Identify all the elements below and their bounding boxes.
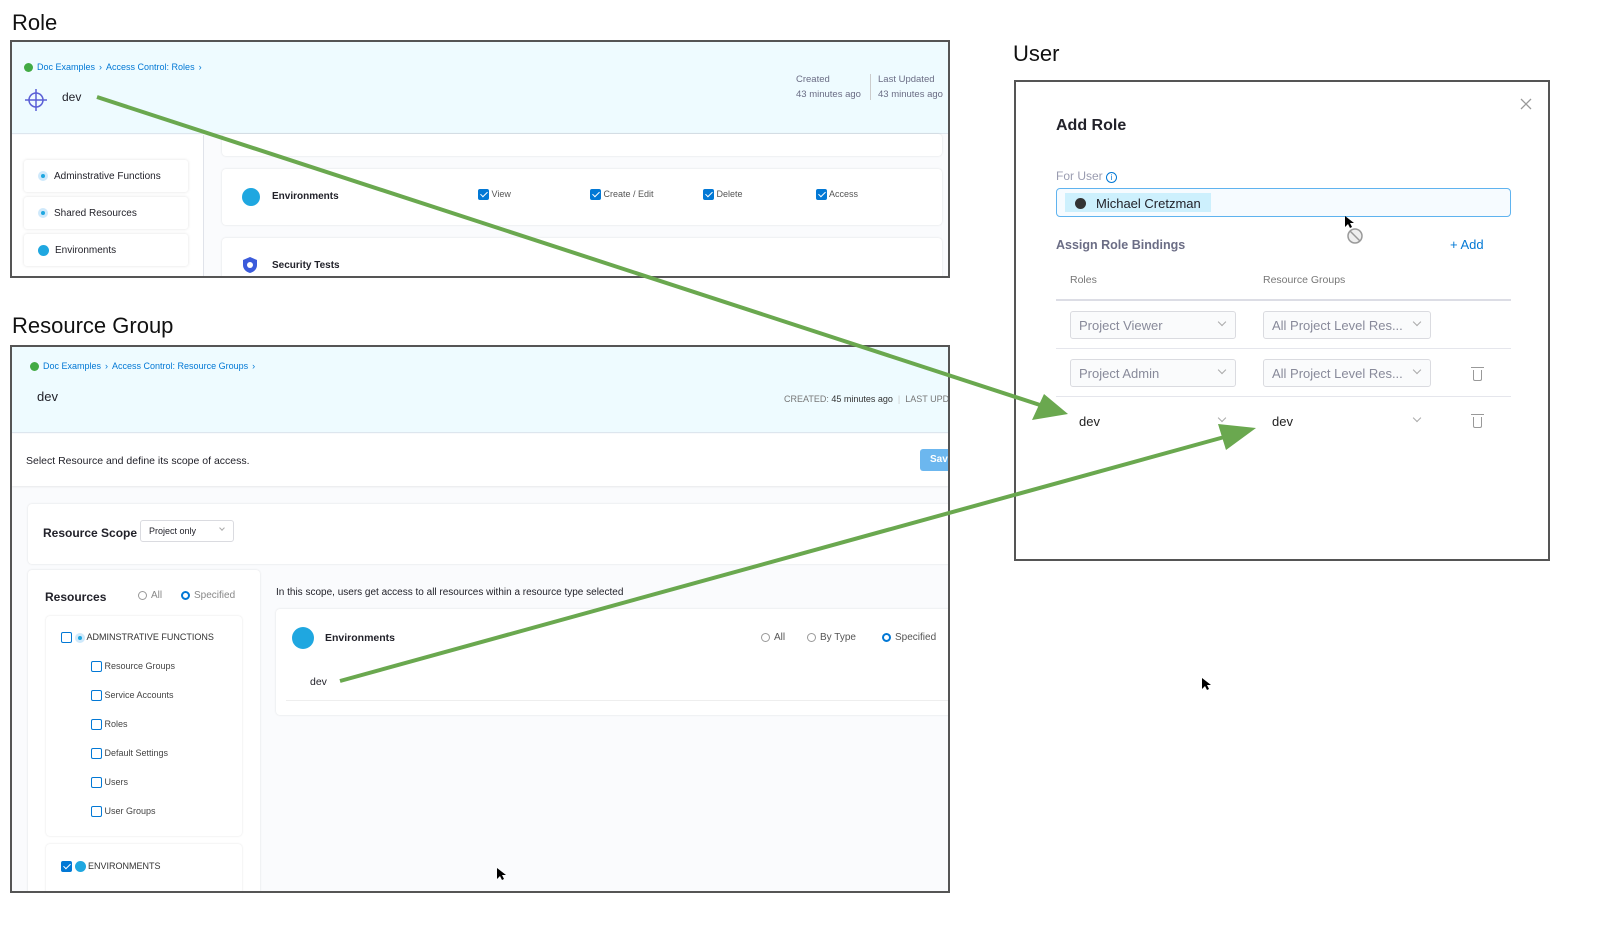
environments-checkbox[interactable]: ENVIRONMENTS (61, 861, 161, 873)
column-header-roles: Roles (1070, 274, 1097, 286)
resources-all-radio[interactable]: All (138, 590, 162, 601)
assign-role-bindings-label: Assign Role Bindings (1056, 238, 1186, 252)
add-role-dialog: Add Role For User i Michael Cretzman Ass… (1014, 80, 1550, 561)
role-crosshair-icon (25, 89, 47, 111)
add-binding-button[interactable]: + Add (1450, 237, 1484, 252)
nav-item-administrative-functions[interactable]: Adminstrative Functions (24, 160, 188, 192)
breadcrumb-link[interactable]: Access Control: Roles (106, 62, 195, 72)
security-tests-row: Security Tests (222, 238, 942, 276)
admin-item-checkbox[interactable]: User Groups (91, 806, 156, 818)
env-all-radio[interactable]: All (761, 632, 785, 643)
nav-item-shared-resources[interactable]: Shared Resources (24, 197, 188, 229)
user-chip[interactable]: Michael Cretzman (1065, 193, 1211, 212)
delete-binding-icon[interactable] (1471, 414, 1484, 428)
section-title-role: Role (12, 10, 58, 35)
role-name: dev (62, 90, 82, 104)
column-header-resource-groups: Resource Groups (1263, 274, 1346, 286)
section-title-user: User (1013, 41, 1060, 66)
mouse-cursor-icon (1202, 678, 1211, 690)
instruction-text: Select Resource and define its scope of … (26, 455, 250, 467)
info-icon: i (1106, 172, 1118, 183)
perm-view[interactable]: View (478, 189, 511, 201)
delete-binding-icon[interactable] (1471, 367, 1484, 381)
environments-icon (242, 188, 260, 206)
resource-scope-label: Resource Scope (43, 526, 138, 540)
created-meta: CREATED: 45 minutes ago | LAST UPD (784, 394, 950, 404)
perm-delete[interactable]: Delete (703, 189, 743, 201)
environments-icon (292, 627, 314, 649)
resource-group-panel: Doc Examples› Access Control: Resource G… (10, 345, 950, 893)
scope-note: In this scope, users get access to all r… (276, 587, 624, 598)
role-header: Doc Examples› Access Control: Roles› dev… (12, 42, 948, 134)
checkbox[interactable] (91, 719, 102, 731)
checkbox[interactable] (91, 748, 102, 760)
user-multiselect[interactable]: Michael Cretzman (1056, 188, 1511, 217)
perm-access[interactable]: Access (816, 189, 858, 201)
environments-permission-row: Environments View Create / Edit Delete A… (222, 169, 942, 225)
nav-item-environments[interactable]: Environments (24, 234, 188, 266)
project-icon (24, 62, 33, 72)
role-select[interactable]: Project Admin (1070, 359, 1236, 387)
breadcrumb-link[interactable]: Doc Examples (43, 361, 102, 371)
mouse-cursor-icon (497, 868, 506, 880)
admin-item-checkbox[interactable]: Users (91, 777, 128, 789)
admin-item-checkbox[interactable]: Service Accounts (91, 690, 174, 702)
save-button[interactable]: Sav (920, 449, 948, 471)
env-specified-radio[interactable]: Specified (882, 632, 936, 643)
admin-item-checkbox[interactable]: Resource Groups (91, 661, 175, 673)
avatar (1075, 198, 1086, 209)
checkbox[interactable] (91, 777, 102, 789)
role-select[interactable]: Project Viewer (1070, 311, 1236, 339)
resource-group-name: dev (37, 389, 58, 404)
admin-item-checkbox[interactable]: Roles (91, 719, 128, 731)
not-allowed-cursor-icon (1345, 216, 1363, 244)
resource-group-select[interactable]: dev (1263, 407, 1431, 435)
environment-item[interactable]: dev (310, 676, 327, 688)
shield-icon (243, 257, 257, 273)
env-bytype-radio[interactable]: By Type (807, 632, 856, 643)
for-user-label: For User i (1056, 169, 1118, 183)
breadcrumb-link[interactable]: Access Control: Resource Groups (112, 361, 249, 371)
admin-functions-group: ADMINSTRATIVE FUNCTIONS Resource Groups … (46, 616, 242, 836)
checkbox[interactable] (91, 690, 102, 702)
admin-item-checkbox[interactable]: Default Settings (91, 748, 168, 760)
close-icon[interactable] (1520, 98, 1532, 110)
role-select[interactable]: dev (1070, 407, 1236, 435)
perm-create-edit[interactable]: Create / Edit (590, 189, 654, 201)
checkbox[interactable] (91, 806, 102, 818)
breadcrumb-link[interactable]: Doc Examples (37, 62, 96, 72)
resources-specified-radio[interactable]: Specified (181, 590, 235, 601)
resource-group-select[interactable]: All Project Level Res... (1263, 311, 1431, 339)
breadcrumb: Doc Examples› Access Control: Resource G… (30, 361, 255, 371)
role-panel: Doc Examples› Access Control: Roles› dev… (10, 40, 950, 278)
resource-scope-select[interactable]: Project only (140, 520, 234, 542)
section-title-resource-group: Resource Group (12, 313, 174, 338)
resource-group-select[interactable]: All Project Level Res... (1263, 359, 1431, 387)
dialog-title: Add Role (1056, 117, 1127, 134)
environments-card: Environments All By Type Specified dev (276, 609, 948, 715)
breadcrumb: Doc Examples› Access Control: Roles› (24, 62, 202, 72)
checkbox[interactable] (91, 661, 102, 673)
admin-functions-checkbox[interactable]: ADMINSTRATIVE FUNCTIONS (61, 632, 214, 644)
